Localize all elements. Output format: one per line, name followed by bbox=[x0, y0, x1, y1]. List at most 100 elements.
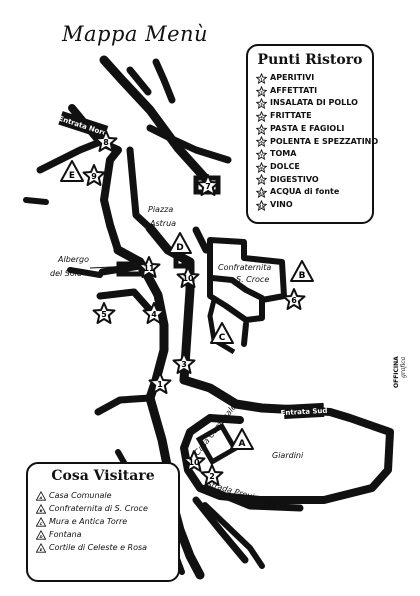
ristoro-item-label: APERITIVI bbox=[270, 73, 315, 82]
star-icon: 3 bbox=[256, 98, 267, 110]
star-marker-number: 5 bbox=[101, 310, 107, 319]
svg-text:OFFICINA: OFFICINA bbox=[393, 356, 400, 388]
svg-text:2: 2 bbox=[260, 90, 263, 94]
star-icon: 11 bbox=[256, 199, 267, 211]
ristoro-item-label: ACQUA di fonte bbox=[270, 187, 340, 197]
triangle-icon: A bbox=[36, 490, 46, 501]
star-marker-number: 11 bbox=[143, 264, 155, 273]
ristoro-item-11: 11 VINO bbox=[256, 199, 372, 212]
star-icon: 8 bbox=[256, 161, 267, 173]
ristoro-item-label: POLENTA E SPEZZATINO bbox=[270, 136, 379, 146]
star-marker-number: 10 bbox=[188, 458, 200, 467]
star-marker-4: 4 bbox=[142, 302, 166, 324]
star-marker-8: 8 bbox=[94, 130, 118, 152]
map-title: Mappa Menù bbox=[62, 22, 209, 46]
star-marker-number: 2 bbox=[209, 472, 215, 481]
svg-text:4: 4 bbox=[260, 115, 263, 119]
ristoro-item-label: DIGESTIVO bbox=[270, 174, 319, 184]
star-marker-number: 4 bbox=[151, 310, 157, 319]
visitare-item-e: E Cortile di Celeste e Rosa bbox=[36, 541, 178, 554]
ristoro-item-label: AFFETTATI bbox=[270, 85, 318, 95]
ristoro-item-5: 5 PASTA E FAGIOLI bbox=[256, 123, 372, 136]
triangle-marker-b: B bbox=[290, 260, 314, 282]
star-marker-1: 1 bbox=[148, 372, 172, 394]
star-marker-number: 6 bbox=[291, 296, 297, 305]
triangle-marker-a: A bbox=[230, 428, 254, 450]
star-icon: 6 bbox=[256, 136, 267, 148]
star-icon: 2 bbox=[256, 85, 267, 97]
ristoro-item-label: INSALATA DI POLLO bbox=[270, 98, 358, 108]
building-comune bbox=[195, 422, 239, 466]
confraternita-label: Confraternita bbox=[218, 263, 271, 272]
triangle-marker-letter: B bbox=[299, 271, 306, 281]
svg-text:5: 5 bbox=[260, 128, 263, 132]
entrata-sud-label: Entrata Sud bbox=[280, 407, 327, 417]
star-icon: 4 bbox=[256, 110, 267, 122]
svg-text:1: 1 bbox=[260, 77, 263, 81]
ristoro-item-label: VINO bbox=[270, 200, 293, 210]
svg-text:11: 11 bbox=[259, 204, 265, 208]
svg-text:A: A bbox=[39, 495, 43, 499]
piazza-astrua-label-1: Piazza bbox=[148, 205, 173, 214]
triangle-icon: E bbox=[36, 542, 46, 553]
star-icon: 9 bbox=[256, 174, 267, 186]
ristoro-item-2: 2 AFFETTATI bbox=[256, 85, 372, 98]
punti-ristoro-heading: Punti Ristoro bbox=[257, 52, 363, 68]
triangle-marker-d: D bbox=[168, 232, 192, 254]
ristoro-item-1: 1 APERITIVI bbox=[256, 72, 372, 85]
star-marker-number: 8 bbox=[103, 138, 109, 147]
officina-grafica-logo: OFFICINA grafica bbox=[393, 356, 407, 388]
star-marker-7: 7 bbox=[196, 174, 220, 196]
star-marker-10: 10 bbox=[182, 450, 206, 472]
star-marker-9: 9 bbox=[82, 164, 106, 186]
svg-text:3: 3 bbox=[260, 103, 263, 107]
fountain-basin bbox=[173, 255, 187, 269]
svg-text:E: E bbox=[40, 547, 43, 551]
svg-text:C: C bbox=[40, 521, 43, 525]
triangle-marker-letter: E bbox=[69, 171, 75, 181]
star-icon: 1 bbox=[256, 72, 267, 84]
triangle-marker-letter: A bbox=[239, 439, 246, 449]
visitare-item-label: Mura e Antica Torre bbox=[49, 517, 128, 526]
star-icon: 7 bbox=[256, 149, 267, 161]
triangle-marker-c: C bbox=[210, 322, 234, 344]
visitare-item-label: Cortile di Celeste e Rosa bbox=[49, 543, 148, 552]
star-marker-number: 3 bbox=[181, 360, 187, 369]
star-marker-number: 7 bbox=[205, 182, 211, 191]
svg-text:6: 6 bbox=[260, 141, 263, 145]
albergo-leader-line bbox=[89, 265, 133, 269]
star-marker-10: 10 bbox=[176, 266, 200, 288]
star-marker-6: 6 bbox=[282, 288, 306, 310]
ristoro-item-3: 3 INSALATA DI POLLO bbox=[256, 97, 372, 110]
ristoro-item-label: DOLCE bbox=[270, 161, 300, 171]
visitare-item-c: C Mura e Antica Torre bbox=[36, 515, 178, 528]
star-icon: 10 bbox=[256, 187, 267, 199]
ristoro-item-6: 6 POLENTA E SPEZZATINO bbox=[256, 136, 378, 149]
triangle-marker-letter: C bbox=[219, 333, 226, 343]
star-marker-3: 3 bbox=[172, 352, 196, 374]
star-marker-number: 1 bbox=[157, 380, 163, 389]
visitare-item-label: Confraternita di S. Croce bbox=[49, 504, 148, 513]
entrata-sud-sign: Entrata Sud bbox=[280, 402, 328, 419]
albergo-label-1: Albergo bbox=[57, 255, 89, 264]
building-albergo bbox=[116, 261, 144, 277]
ristoro-item-label: PASTA E FAGIOLI bbox=[270, 123, 345, 133]
cosa-visitare-heading: Cosa Visitare bbox=[51, 468, 155, 484]
svg-text:D: D bbox=[39, 534, 42, 538]
star-marker-number: 9 bbox=[91, 172, 97, 181]
giardini-label: Giardini bbox=[272, 451, 304, 460]
svg-text:7: 7 bbox=[260, 153, 263, 157]
star-marker-5: 5 bbox=[92, 302, 116, 324]
entrata-nord-sign: Entrata Nord bbox=[58, 111, 108, 140]
star-icon: 5 bbox=[256, 123, 267, 135]
